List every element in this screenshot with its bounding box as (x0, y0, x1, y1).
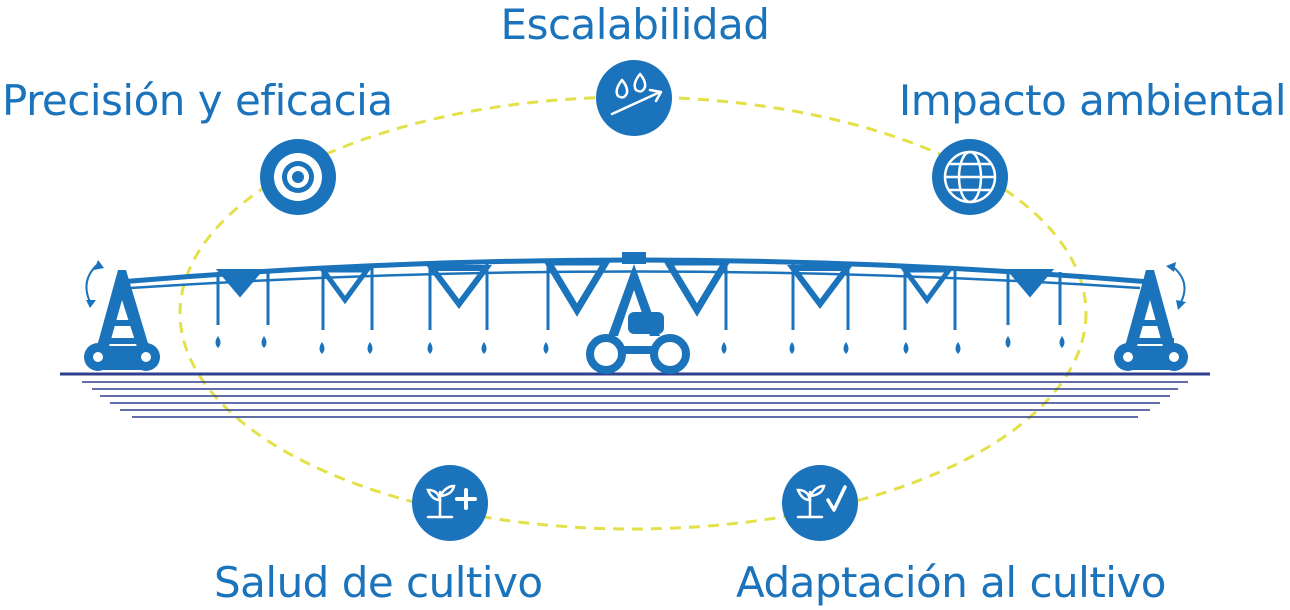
label-impacto-ambiental: Impacto ambiental (898, 76, 1287, 125)
label-adaptacion-al-cultivo: Adaptación al cultivo (736, 558, 1167, 607)
label-precision-y-eficacia: Precisión y eficacia (2, 76, 393, 125)
pivot-irrigation-machine (84, 252, 1188, 374)
water-drops (215, 336, 1065, 354)
sprout-plus-icon (412, 465, 488, 541)
water-drops-arrow-icon (596, 60, 672, 136)
label-salud-de-cultivo: Salud de cultivo (214, 558, 543, 607)
target-icon (260, 139, 336, 215)
ground-lines (60, 372, 1210, 418)
sprout-check-icon (782, 465, 858, 541)
label-escalabilidad: Escalabilidad (500, 0, 770, 49)
globe-icon (932, 139, 1008, 215)
